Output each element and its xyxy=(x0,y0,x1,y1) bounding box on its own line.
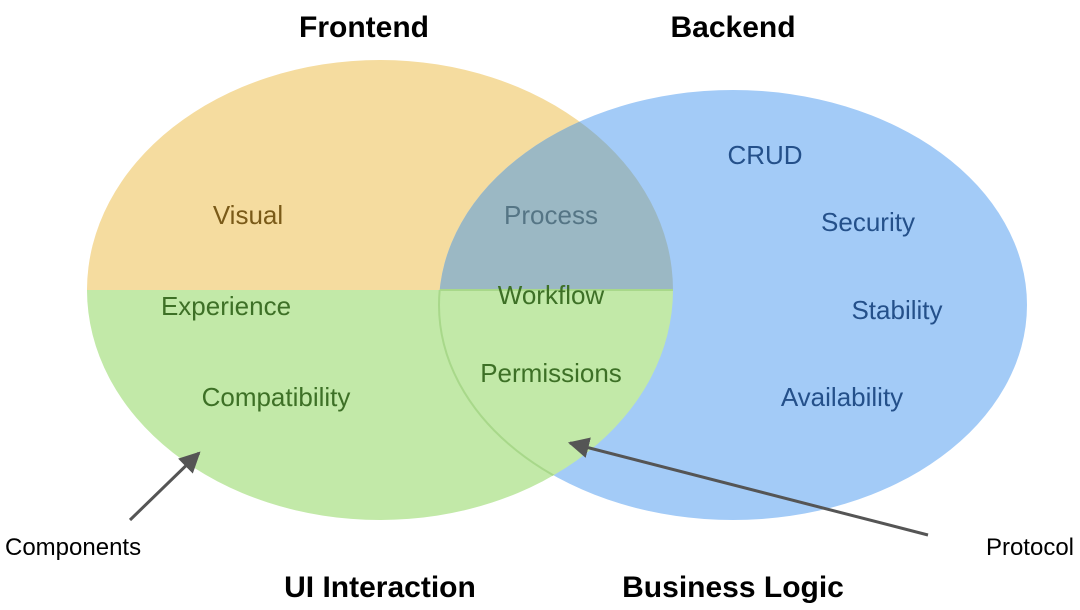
title-frontend: Frontend xyxy=(299,11,429,44)
term-experience: Experience xyxy=(161,291,291,321)
term-security: Security xyxy=(821,207,915,237)
term-availability: Availability xyxy=(781,382,903,412)
overlap-region xyxy=(439,90,673,290)
term-visual: Visual xyxy=(213,200,283,230)
title-business-logic: Business Logic xyxy=(622,571,844,604)
protocol-arrow xyxy=(567,437,929,537)
term-permissions: Permissions xyxy=(480,358,622,388)
term-workflow: Workflow xyxy=(498,280,605,310)
term-crud: CRUD xyxy=(727,140,802,170)
ui-interaction-region xyxy=(87,290,673,520)
callout-protocol: Protocol xyxy=(986,534,1074,561)
term-stability: Stability xyxy=(851,295,942,325)
callout-components: Components xyxy=(5,534,141,561)
title-ui-interaction: UI Interaction xyxy=(284,571,476,604)
title-backend: Backend xyxy=(670,11,795,44)
term-process: Process xyxy=(504,200,598,230)
term-compatibility: Compatibility xyxy=(202,382,351,412)
components-arrow xyxy=(128,451,201,522)
backend-outline xyxy=(438,290,673,520)
